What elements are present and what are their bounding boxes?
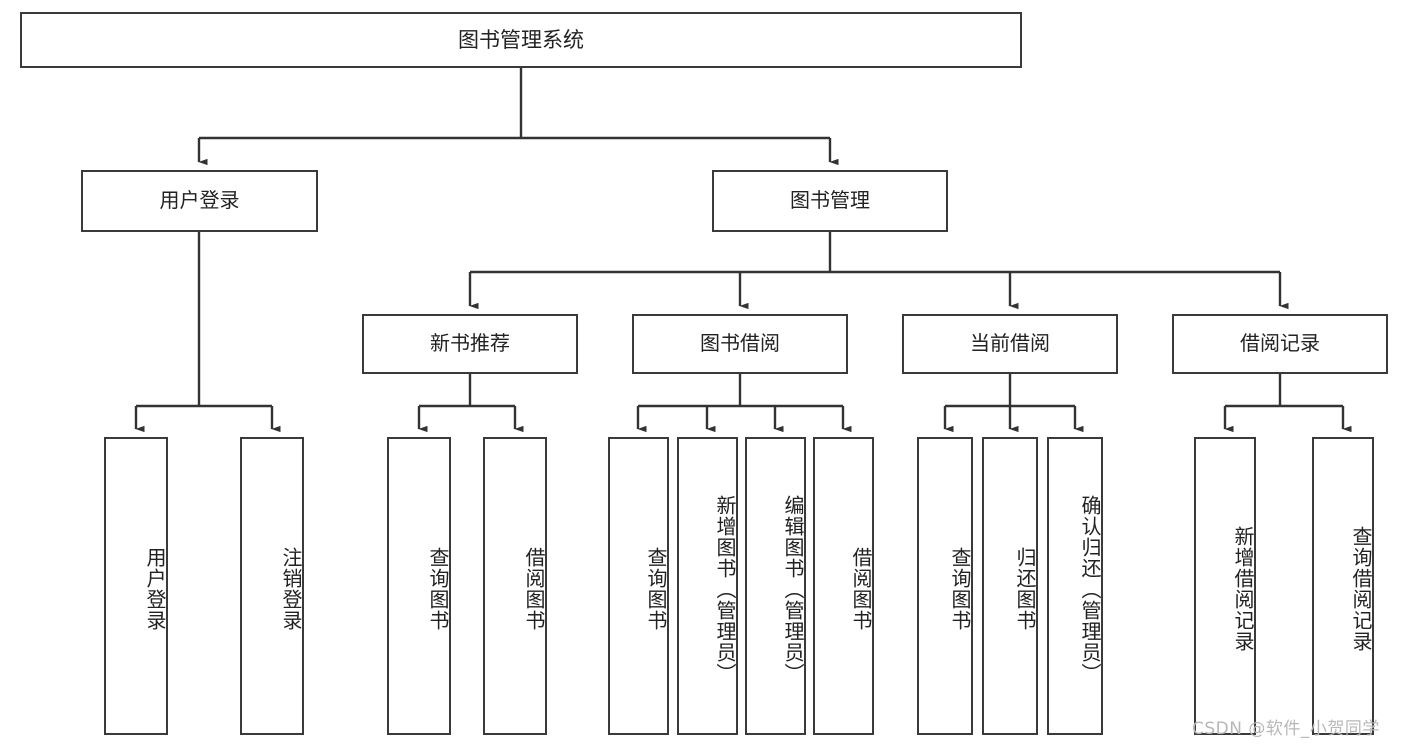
node-borrow-record[interactable]: 借阅记录 [1172, 314, 1388, 374]
node-leaf-logout-label: 注销登录 [279, 547, 303, 631]
node-leaf-borrow-book-rec-label: 借阅图书 [522, 547, 546, 631]
node-leaf-query-book-rec-label: 查询图书 [426, 547, 450, 631]
node-leaf-logout[interactable]: 注销登录 [240, 437, 304, 735]
node-leaf-return-book[interactable]: 归还图书 [982, 437, 1038, 735]
node-leaf-query-book-borrow[interactable]: 查询图书 [608, 437, 669, 735]
node-leaf-user-login-label: 用户登录 [143, 547, 167, 631]
connector-bookborrow-to-leaves [636, 374, 852, 433]
node-book-management-label: 图书管理 [790, 188, 870, 213]
node-book-borrow-label: 图书借阅 [700, 331, 780, 356]
node-leaf-user-login[interactable]: 用户登录 [104, 437, 168, 735]
node-leaf-add-record-label: 新增借阅记录 [1231, 526, 1255, 652]
node-leaf-borrow-book-rec[interactable]: 借阅图书 [483, 437, 547, 735]
node-book-management[interactable]: 图书管理 [712, 170, 948, 232]
node-leaf-query-book-cur-label: 查询图书 [948, 547, 972, 631]
connector-newbook-to-leaves [417, 374, 524, 433]
node-user-login-label: 用户登录 [159, 188, 240, 213]
node-leaf-query-book-borrow-label: 查询图书 [644, 547, 668, 631]
csdn-watermark: CSDN @软件_小贺同学 [1192, 719, 1380, 739]
node-leaf-borrow-book[interactable]: 借阅图书 [813, 437, 874, 735]
node-current-borrow-label: 当前借阅 [970, 331, 1050, 356]
node-leaf-add-book-label: 新增图书（管理员） [713, 494, 737, 684]
node-new-book-recommend[interactable]: 新书推荐 [362, 314, 578, 374]
connector-currentborrow-to-leaves [943, 374, 1084, 433]
node-leaf-add-record[interactable]: 新增借阅记录 [1194, 437, 1256, 735]
node-book-borrow[interactable]: 图书借阅 [632, 314, 848, 374]
node-current-borrow[interactable]: 当前借阅 [902, 314, 1118, 374]
connector-bookmgmt-to-level2 [468, 232, 1289, 310]
node-leaf-query-record-label: 查询借阅记录 [1349, 526, 1373, 652]
node-borrow-record-label: 借阅记录 [1240, 331, 1320, 356]
node-leaf-edit-book[interactable]: 编辑图书（管理员） [745, 437, 806, 735]
node-leaf-confirm-return-label: 确认归还（管理员） [1078, 494, 1102, 684]
node-leaf-add-book[interactable]: 新增图书（管理员） [677, 437, 738, 735]
connector-borrowrecord-to-leaves [1223, 374, 1352, 433]
connector-root-to-level1 [197, 68, 839, 166]
node-leaf-return-book-label: 归还图书 [1013, 547, 1037, 631]
node-user-login[interactable]: 用户登录 [81, 170, 318, 232]
node-leaf-query-book-rec[interactable]: 查询图书 [387, 437, 451, 735]
node-new-book-recommend-label: 新书推荐 [430, 331, 510, 356]
node-leaf-confirm-return[interactable]: 确认归还（管理员） [1047, 437, 1103, 735]
node-root-label: 图书管理系统 [458, 27, 584, 52]
node-root[interactable]: 图书管理系统 [20, 12, 1022, 68]
node-leaf-edit-book-label: 编辑图书（管理员） [781, 494, 805, 684]
connector-userlogin-to-leaves [134, 232, 281, 433]
node-leaf-query-record[interactable]: 查询借阅记录 [1312, 437, 1374, 735]
node-leaf-query-book-cur[interactable]: 查询图书 [917, 437, 973, 735]
node-leaf-borrow-book-label: 借阅图书 [849, 547, 873, 631]
